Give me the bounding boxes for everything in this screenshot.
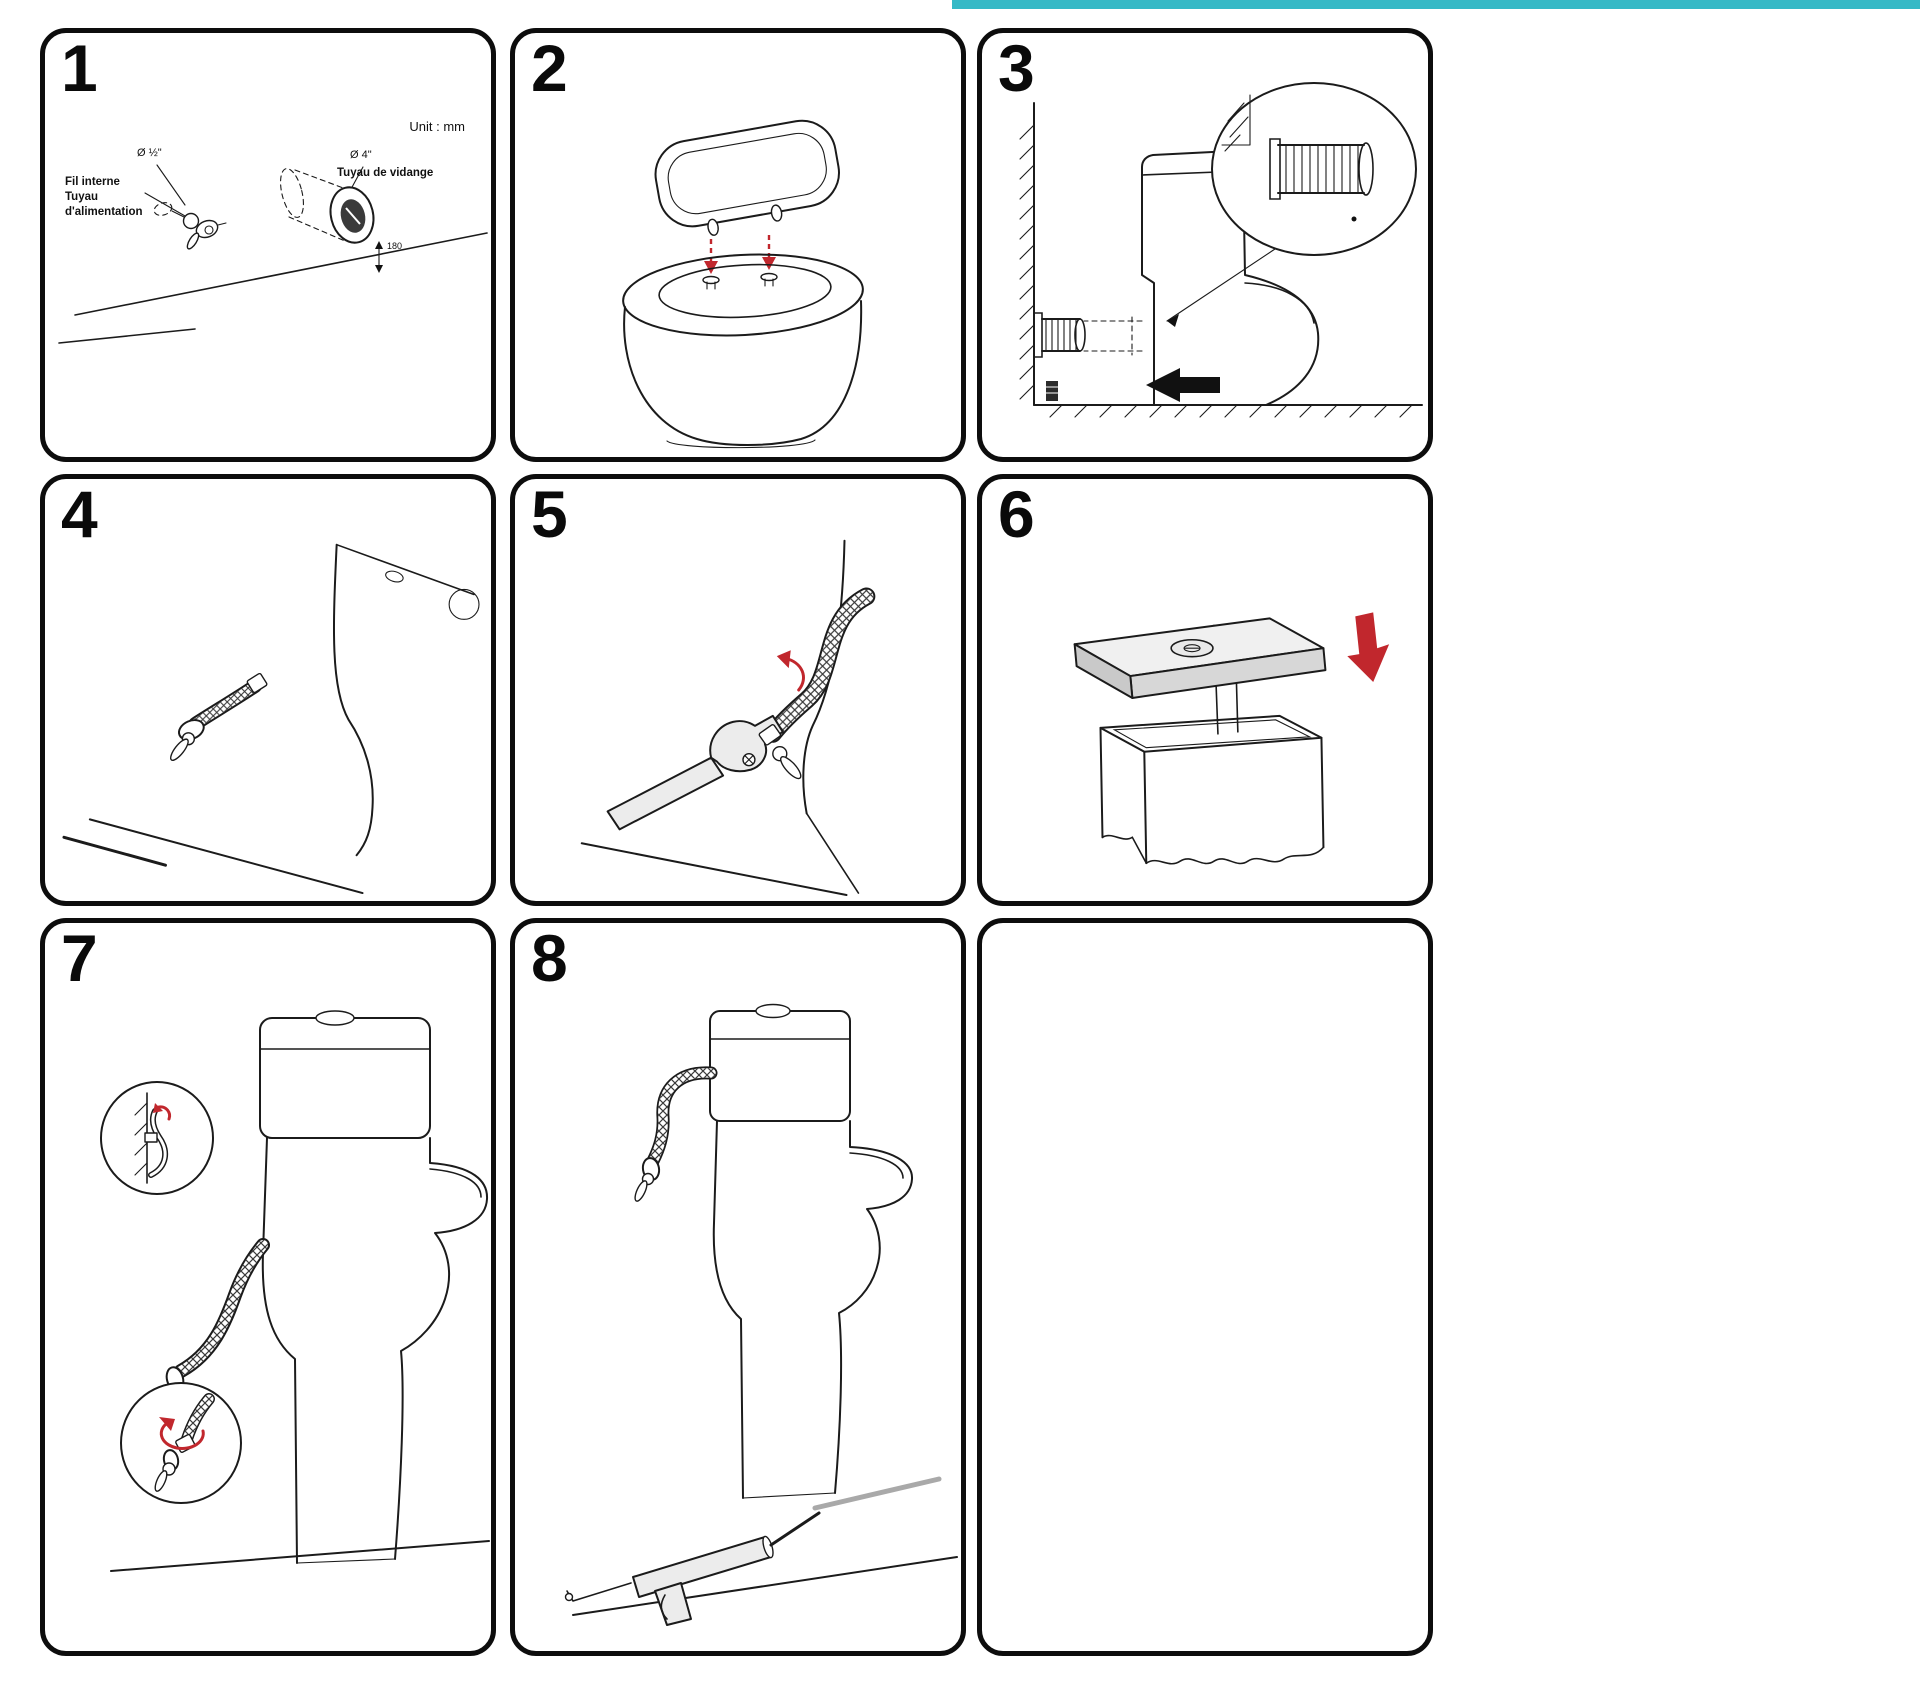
down-arrow	[1347, 612, 1390, 683]
floor-lines	[62, 818, 364, 895]
top-accent-bar	[952, 0, 1920, 9]
caulk-gun	[564, 1511, 821, 1626]
step-2-illustration	[622, 119, 864, 449]
step-4-illustration	[62, 543, 480, 895]
drain-pipe	[280, 168, 375, 244]
bubble-leader	[1166, 242, 1285, 322]
step-7-illustration	[100, 1010, 490, 1572]
step-number: 8	[531, 921, 568, 995]
toilet	[259, 1010, 489, 1564]
detail-circle-valve-connection	[120, 1382, 242, 1504]
supply-valve	[153, 202, 227, 250]
dimension-180	[375, 241, 383, 273]
supply-pipe-label: Fil interne Tuyau d'alimentation	[65, 175, 143, 220]
valve-fitting	[758, 724, 802, 780]
supply-hose	[174, 1238, 270, 1378]
flush-button	[755, 1003, 791, 1019]
step-number: 6	[998, 477, 1035, 551]
floor-flange	[1046, 381, 1058, 401]
toilet-corner-outline	[332, 543, 480, 857]
shutoff-valve	[634, 1157, 661, 1202]
step-panel-7: 7	[40, 918, 496, 1656]
sealant-line	[812, 1476, 942, 1511]
toilet	[709, 1003, 914, 1499]
rough-in-dimension-label: 180	[387, 241, 403, 251]
drain-diameter-label: Ø 4"	[350, 149, 372, 161]
leader-lines	[144, 164, 364, 217]
step-panel-8: 8	[510, 918, 966, 1656]
wall-corner	[580, 539, 860, 897]
step-panel-4: 4	[40, 474, 496, 906]
supply-hose	[763, 587, 876, 743]
step-panel-3: 3	[977, 28, 1433, 462]
step-number: 7	[61, 921, 98, 995]
step-number: 4	[61, 477, 98, 551]
supply-pipe-label-line2: Tuyau	[65, 190, 99, 203]
shutoff-valve	[170, 672, 268, 761]
seat-bolts	[702, 272, 778, 290]
toilet-seat	[654, 119, 840, 236]
supply-pipe-label-line3: d'alimentation	[65, 205, 143, 218]
supply-diameter-label: Ø ½"	[137, 147, 162, 159]
wall-drain-pipe	[1033, 312, 1086, 358]
wall	[1019, 102, 1035, 406]
step-number: 2	[531, 31, 568, 105]
toilet-bowl	[622, 253, 864, 449]
alignment-dashes	[1083, 316, 1143, 356]
step-5-illustration	[580, 539, 876, 897]
flush-button	[315, 1010, 355, 1026]
floor-line	[110, 1540, 490, 1572]
detail-bubble	[1211, 82, 1417, 256]
step-number: 3	[998, 31, 1035, 105]
floor-line	[572, 1556, 958, 1616]
drain-pipe-label: Tuyau de vidange	[337, 167, 434, 179]
bubble-leader-arrowhead	[1167, 314, 1179, 327]
step-number: 1	[61, 31, 98, 105]
step-8-illustration	[564, 1003, 958, 1626]
floor	[1033, 404, 1423, 418]
step-panel-5: 5	[510, 474, 966, 906]
step-panel-1: 1 Unit : mm Fil interne Tuyau d'alimenta…	[40, 28, 496, 462]
supply-hose	[646, 1066, 718, 1168]
empty-panel	[977, 918, 1433, 1656]
step-3-illustration	[1019, 82, 1423, 418]
wrench	[606, 714, 784, 831]
detail-circle-hose-routing	[100, 1081, 214, 1195]
step-panel-2: 2	[510, 28, 966, 462]
rotate-arrow	[776, 650, 805, 692]
supply-pipe-label-line1: Fil interne	[65, 176, 120, 188]
push-arrow	[1146, 368, 1220, 402]
tank	[1099, 714, 1325, 865]
step-panel-6: 6	[977, 474, 1433, 906]
step-number: 5	[531, 477, 568, 551]
unit-label: Unit : mm	[409, 119, 465, 134]
floor-slope-lines	[58, 232, 488, 344]
step-1-illustration	[58, 164, 488, 344]
step-6-illustration	[1073, 612, 1390, 865]
tank-lid	[1073, 617, 1327, 699]
